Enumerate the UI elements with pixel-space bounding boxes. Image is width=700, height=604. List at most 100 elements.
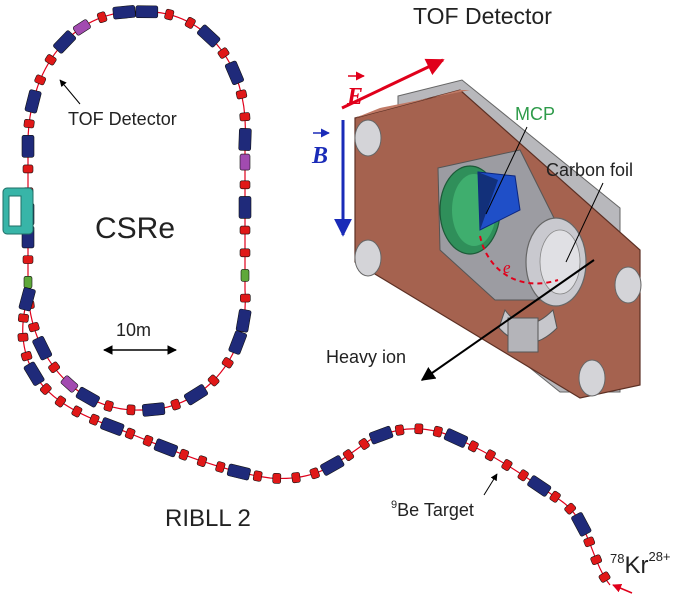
quadrupole-magnet <box>549 490 561 503</box>
dipole-magnet <box>112 5 136 20</box>
beamline-path <box>22 289 611 586</box>
e-field-arrow <box>341 58 445 110</box>
dipole-magnet <box>75 386 100 408</box>
quadrupole-magnet <box>126 404 136 416</box>
quadrupole-magnet <box>235 89 248 100</box>
green-element <box>240 269 250 282</box>
quadrupole-magnet <box>103 400 114 412</box>
quadrupole-magnet <box>564 502 577 515</box>
quadrupole-magnet <box>484 449 496 462</box>
quadrupole-magnet <box>96 11 108 24</box>
quadrupole-magnet <box>240 293 251 303</box>
dipole-magnet <box>443 428 469 448</box>
quadrupole-magnet <box>291 472 301 484</box>
quadrupole-magnet <box>272 473 282 484</box>
dipole-magnet <box>153 438 179 458</box>
quadrupole-magnet <box>184 16 196 29</box>
quadrupole-magnet <box>215 461 226 473</box>
dipole-magnet <box>238 196 252 219</box>
target-mass-number: 9 <box>391 499 397 511</box>
dipole-magnet <box>224 60 244 86</box>
quadrupole-magnet <box>164 8 175 21</box>
mcp-cone-shadow <box>478 172 498 230</box>
dipole-magnet <box>32 335 53 361</box>
quadrupole-magnet <box>590 554 603 566</box>
ring-magnets <box>21 5 252 417</box>
quadrupole-magnet <box>309 467 320 480</box>
quadrupole-magnet <box>54 395 67 408</box>
quadrupole-magnet <box>394 424 405 436</box>
quadrupole-magnet <box>28 321 40 333</box>
dipole-magnet <box>320 455 345 476</box>
kicker-magnet <box>72 19 91 36</box>
quadrupole-magnet <box>17 313 29 323</box>
detector-title: TOF Detector <box>413 3 552 29</box>
quadrupole-magnet <box>34 74 47 86</box>
quadrupole-magnet <box>239 180 251 190</box>
dipole-magnet <box>100 417 125 436</box>
quadrupole-magnet <box>432 425 443 438</box>
quadrupole-magnet <box>20 351 33 362</box>
quadrupole-magnet <box>71 405 83 418</box>
dipole-magnet <box>369 425 394 445</box>
electron-label: e <box>503 258 511 277</box>
dipole-magnet <box>21 134 35 158</box>
dipole-magnet <box>141 402 166 417</box>
quadrupole-magnet <box>39 383 52 395</box>
dipole-magnet <box>228 330 247 355</box>
quadrupole-magnet <box>23 119 35 129</box>
carbon-foil-inner <box>539 229 581 295</box>
beamline-magnets <box>17 287 611 583</box>
dipole-magnet <box>235 308 252 333</box>
beam-mass-number: 78 <box>610 551 624 566</box>
quadrupole-magnet <box>44 54 57 66</box>
beamline-name: RIBLL 2 <box>165 505 251 532</box>
quadrupole-magnet <box>124 427 136 440</box>
dipole-magnet <box>183 384 209 406</box>
cylinder-bottom-right <box>578 359 606 397</box>
dipole-magnet <box>53 30 77 54</box>
heavy-ion-label: Heavy ion <box>326 347 406 367</box>
quadrupole-magnet <box>142 434 154 447</box>
dipole-magnet <box>23 361 45 386</box>
quadrupole-magnet <box>358 438 370 450</box>
cylinder-top-right <box>614 266 642 304</box>
target-text: Be Target <box>397 500 474 520</box>
beam-species-label: 78Kr28+ <box>610 549 671 579</box>
beam-charge: 28+ <box>648 549 670 564</box>
green-element <box>23 275 33 289</box>
quadrupole-magnet <box>414 423 424 435</box>
tof-ring-label: TOF Detector <box>68 109 177 129</box>
dipole-magnet <box>197 24 221 48</box>
quadrupole-magnet <box>239 225 251 235</box>
target-pointer <box>483 473 498 496</box>
tof-detector: e <box>354 79 642 399</box>
quadrupole-magnet <box>598 571 611 583</box>
csre-ring <box>2 5 252 417</box>
quadrupole-magnet <box>196 455 208 467</box>
quadrupole-magnet <box>48 361 61 374</box>
tof-ring-pointer <box>59 79 81 105</box>
scale-bar-label: 10m <box>116 320 151 340</box>
quadrupole-magnet <box>501 459 513 471</box>
dipole-magnet <box>135 5 159 19</box>
dipole-magnet <box>226 463 251 481</box>
carbon-foil-label: Carbon foil <box>546 160 633 180</box>
dipole-magnet <box>18 287 36 312</box>
e-field-label: E <box>346 84 363 110</box>
quadrupole-magnet <box>467 440 479 453</box>
ring-name: CSRe <box>95 212 175 245</box>
quadrupole-magnet <box>207 374 220 387</box>
mcp-label: MCP <box>515 104 555 124</box>
heavy-ion-track <box>420 259 595 381</box>
target-label: 9Be Target <box>391 499 474 520</box>
b-field-label: B <box>311 143 328 169</box>
quadrupole-magnet <box>239 248 251 258</box>
ring-injection-kicker-inner <box>8 195 22 227</box>
ribll2-beamline <box>17 287 633 594</box>
quadrupole-magnet <box>217 47 230 59</box>
quadrupole-magnet <box>342 449 355 462</box>
kicker-magnet <box>239 153 251 171</box>
